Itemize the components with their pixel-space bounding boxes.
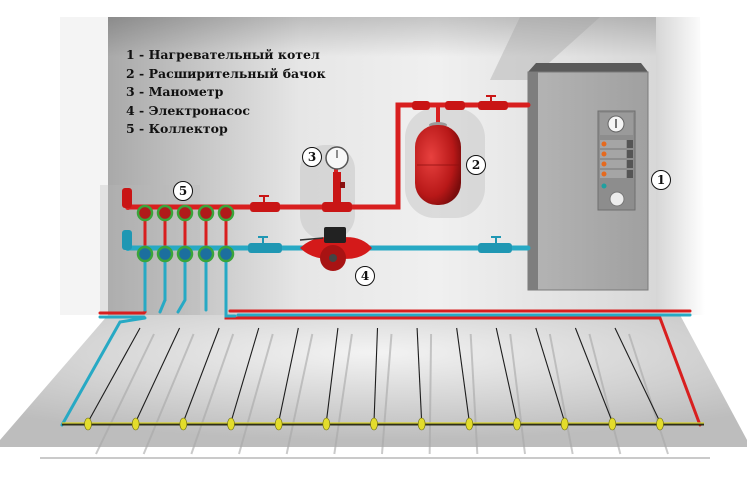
collector-supply-valve — [250, 202, 280, 212]
indicator-light-icon — [601, 161, 607, 167]
legend: 1 - Нагревательный котел 2 - Расширитель… — [126, 46, 326, 139]
floor-loop-pipe — [373, 327, 379, 423]
boiler-side — [528, 72, 538, 290]
floor-loop-pipe — [87, 327, 141, 423]
callout-expansion-tank: 2 — [466, 155, 486, 175]
floor-loop-pipe — [135, 327, 181, 423]
legend-item-expansion-tank: 2 - Расширительный бачок — [126, 65, 326, 81]
manifold-valve-icon — [156, 204, 174, 222]
floor-loop-fitting-icon — [227, 417, 235, 431]
temperature-knob-icon — [609, 191, 625, 207]
floor-loop-shadow — [238, 333, 274, 455]
wall-top-shade — [108, 17, 656, 57]
manifold-valve-icon — [197, 204, 215, 222]
floor-edge — [0, 440, 747, 447]
indicator-light-icon — [601, 141, 607, 147]
collector-return-valve — [248, 243, 282, 253]
expansion-tank — [415, 122, 461, 205]
manifold-valve-icon — [217, 245, 235, 263]
floor-loop-pipe — [278, 327, 299, 423]
pump-motor-box — [324, 227, 346, 243]
return-fittings — [122, 230, 512, 253]
manifold-valve-icon — [176, 245, 194, 263]
floor-manifold — [62, 422, 704, 426]
floor-loop-fitting-icon — [608, 417, 617, 431]
legend-item-manometer: 3 - Манометр — [126, 84, 224, 100]
floor-loop-pipe — [614, 327, 661, 423]
manifold-valve-icon — [176, 204, 194, 222]
floor-loop-fitting-icon — [656, 417, 664, 431]
floor-loops — [40, 327, 710, 459]
floor-loop-pipe — [230, 327, 260, 423]
floor-loop-fitting-icon — [465, 417, 474, 431]
floor-loop-pipe — [574, 327, 613, 423]
wall-shadow — [490, 17, 600, 80]
floor-loop-shadow — [285, 333, 314, 455]
floor-loop-shadow — [548, 333, 574, 455]
floor-loop-shadow — [95, 333, 155, 455]
floor-loop-fitting-icon — [84, 417, 92, 431]
floor-loop-shadow — [381, 333, 393, 455]
floor-loop-shadow — [469, 333, 479, 455]
collector — [136, 204, 235, 263]
indicator-light-icon — [601, 171, 607, 177]
boiler — [527, 63, 649, 291]
floor-loop-pipe — [325, 327, 339, 423]
floor-loop-fitting-icon — [370, 417, 378, 431]
circulation-pump — [299, 227, 372, 271]
indicator-lights — [600, 140, 633, 178]
floor-loop-fitting-icon — [513, 417, 521, 431]
callout-manometer: 3 — [302, 147, 322, 167]
floor-loop-pipe — [535, 327, 566, 423]
callout-collector: 5 — [173, 181, 193, 201]
floor-loop-shadow — [509, 333, 526, 455]
floor-loop-shadow — [628, 333, 669, 455]
supply-manifold-valves — [136, 204, 235, 222]
manifold-valve-icon — [197, 245, 215, 263]
floor-loop-fitting-icon — [560, 417, 569, 431]
return-manifold-valves — [136, 245, 235, 263]
floor-loop-fitting-icon — [417, 417, 426, 431]
floor-loop-shadow — [190, 333, 235, 455]
floor-loop-fitting-icon — [274, 417, 283, 431]
manifold-valve-icon — [136, 245, 154, 263]
power-light-icon — [601, 183, 607, 189]
right-wall — [656, 17, 705, 315]
floor-loop-shadow — [333, 333, 353, 455]
boiler-top — [528, 63, 648, 72]
floor-loop-fitting-icon — [131, 417, 140, 431]
floor-loop-pipe — [456, 327, 470, 423]
floor-loop-shadow — [588, 333, 622, 455]
floor-loop-shadow — [142, 333, 195, 455]
legend-item-boiler: 1 - Нагревательный котел — [126, 47, 320, 62]
floor-loop-pipe — [182, 327, 220, 423]
indicator-light-icon — [601, 151, 607, 157]
supply-fittings — [122, 95, 508, 212]
manometer — [325, 146, 349, 204]
manifold-valve-icon — [217, 204, 235, 222]
manifold-valve-icon — [156, 245, 174, 263]
boiler-return-valve — [478, 243, 512, 253]
floor-loop-pipe — [416, 327, 423, 423]
callout-pump: 4 — [355, 266, 375, 286]
floor-loop-fitting-icon — [179, 417, 188, 431]
legend-item-collector: 5 - Коллектор — [126, 121, 228, 137]
floor-loop-pipe — [495, 327, 518, 423]
floor-fittings — [84, 417, 664, 431]
callout-boiler: 1 — [651, 170, 671, 190]
boiler-supply-valve — [478, 101, 508, 110]
left-wall — [60, 17, 108, 315]
legend-item-pump: 4 - Электронасос — [126, 102, 250, 118]
floor-loop-shadow — [428, 333, 433, 455]
manifold-valve-icon — [136, 204, 154, 222]
floor-loop-fitting-icon — [322, 417, 331, 431]
